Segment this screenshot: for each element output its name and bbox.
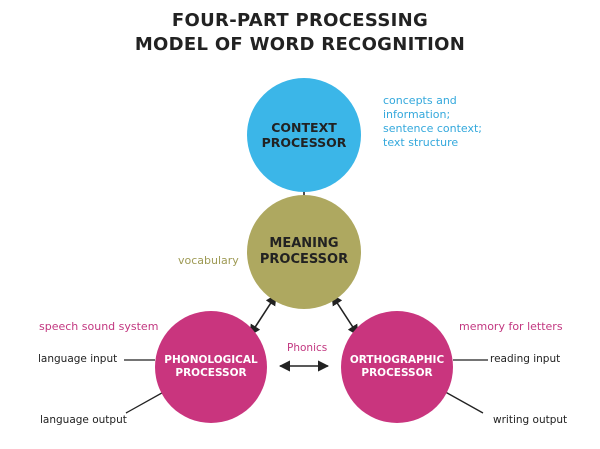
phonological-processor-label-line2: PROCESSOR [175,367,247,379]
context-processor-node: CONTEXT PROCESSOR [247,78,361,192]
language-output-label: language output [40,414,127,426]
writing-output-label: writing output [493,414,568,426]
vocabulary-note: vocabulary [178,254,239,267]
context-processor-label-line1: CONTEXT [271,120,337,135]
line-writing-output [439,388,484,414]
meaning-processor-label-line2: PROCESSOR [259,252,349,267]
context-processor-label-line2: PROCESSOR [261,135,347,150]
phonological-processor-label-line1: PHONOLOGICAL [164,354,258,367]
context-note-line: text structure [383,136,459,149]
orthographic-processor-node: ORTHOGRAPHIC PROCESSOR [341,311,453,423]
context-note-line: sentence context; [383,122,482,135]
meaning-processor-node: MEANING PROCESSOR [247,195,361,309]
orthographic-processor-label-line1: ORTHOGRAPHIC [349,354,445,367]
diagram-title-line1: FOUR-PART PROCESSING [171,10,429,31]
diagram-title-line2: MODEL OF WORD RECOGNITION [134,34,466,55]
language-input-label: language input [38,353,118,365]
phonics-label: Phonics [287,342,328,354]
reading-input-label: reading input [490,353,561,365]
phonological-processor-node: PHONOLOGICAL PROCESSOR [155,311,267,423]
context-note-line: concepts and [383,94,457,107]
meaning-processor-label-line1: MEANING [269,236,339,252]
context-note-line: information; [383,108,451,121]
orthographic-processor-label-line2: PROCESSOR [361,367,433,379]
speech-sound-note: speech sound system [39,320,159,333]
memory-letters-note: memory for letters [459,320,563,333]
arrow-meaning-phonological [249,294,277,336]
context-note: concepts and information; sentence conte… [383,94,482,150]
arrow-meaning-orthographic [331,294,359,336]
